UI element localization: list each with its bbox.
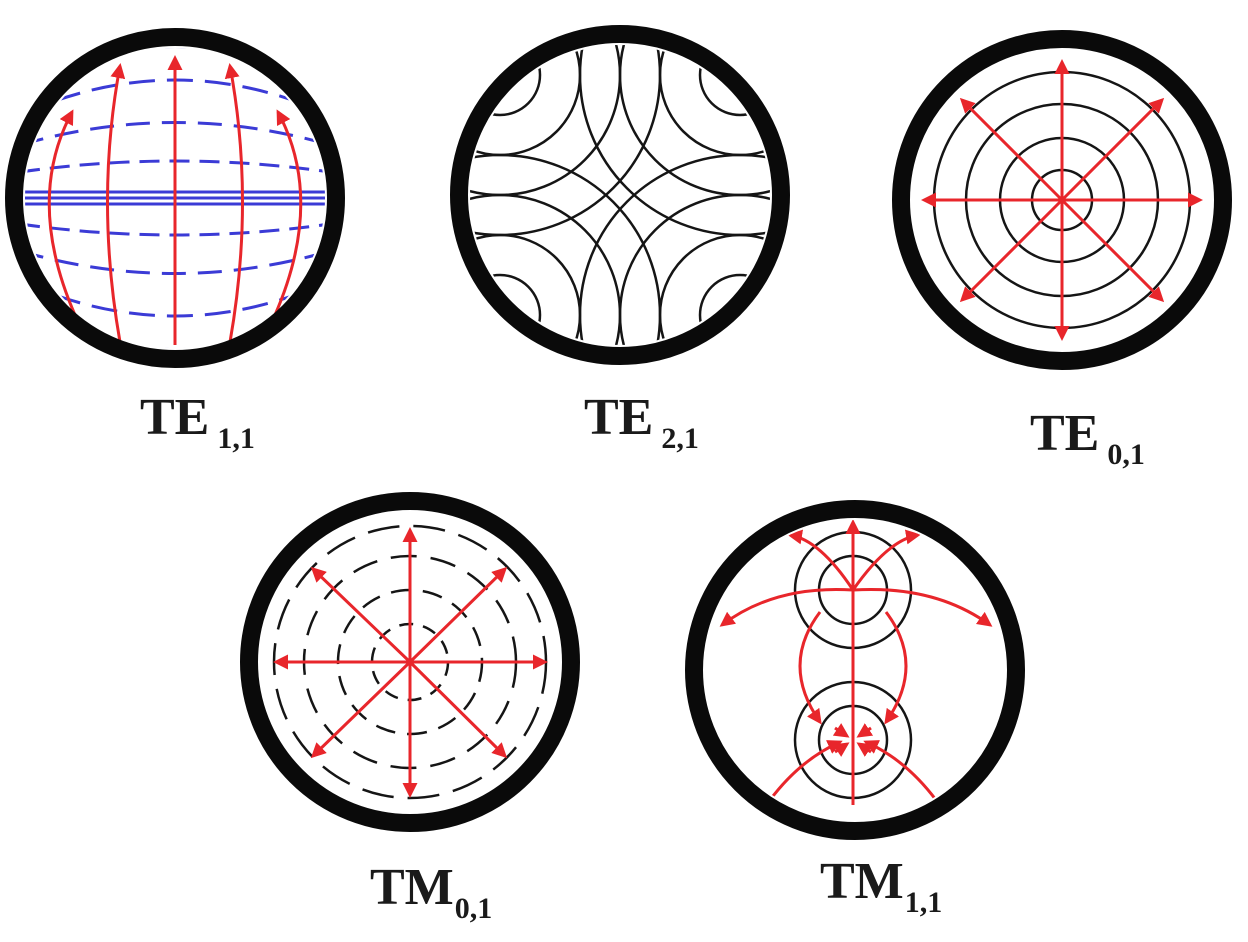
te11-label-subscript: 1,1 — [217, 422, 255, 455]
te21-waveguide-wall — [450, 25, 790, 365]
tm01-label-subscript: 0,1 — [454, 892, 493, 925]
te11-mode-diagram — [5, 28, 345, 368]
tm11-waveguide-wall — [685, 500, 1025, 840]
te21-label-subscript: 2,1 — [661, 422, 699, 455]
te11-label-name: TE — [140, 389, 210, 446]
te01-label-name: TE — [1030, 405, 1100, 462]
tm01-label-name: TM — [370, 859, 454, 916]
tm11-label-name: TM — [820, 853, 904, 910]
tm01-waveguide-wall — [240, 492, 580, 832]
te21-label-name: TE — [584, 389, 654, 446]
tm11-electric-field-lines — [719, 520, 993, 805]
te21-field-lines — [470, 45, 770, 345]
te21-label: TE 2,1 — [584, 389, 699, 454]
te21-mode-diagram — [450, 25, 790, 365]
te01-mode-diagram — [892, 30, 1232, 370]
te01-label-subscript: 0,1 — [1107, 438, 1145, 471]
te01-waveguide-wall — [892, 30, 1232, 370]
tm11-label: TM1,1 — [820, 853, 942, 918]
tm01-mode-diagram — [240, 492, 580, 832]
te11-waveguide-wall — [5, 28, 345, 368]
tm01-label: TM0,1 — [370, 859, 492, 924]
te01-radial-field-lines — [921, 59, 1203, 341]
te11-label: TE 1,1 — [140, 389, 255, 454]
tm11-mode-diagram — [685, 500, 1025, 840]
te11-electric-field-lines — [47, 55, 303, 345]
tm11-label-subscript: 1,1 — [904, 886, 943, 919]
tm01-radial-field-lines — [273, 527, 548, 798]
te01-label: TE 0,1 — [1030, 405, 1145, 470]
